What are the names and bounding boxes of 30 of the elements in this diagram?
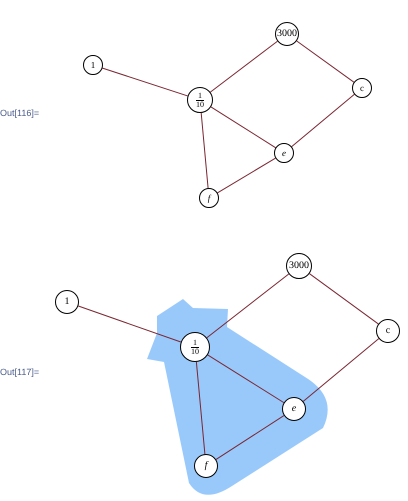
connector-line	[200, 112, 209, 189]
connector-line	[78, 305, 182, 343]
node-label: f	[208, 194, 210, 202]
node-label: e	[292, 404, 296, 414]
connector-line	[206, 274, 290, 338]
node-label: c	[360, 84, 364, 92]
output-prompt: Out[117]=	[0, 366, 40, 379]
node-label: 1	[64, 297, 70, 307]
denominator: 10	[191, 348, 199, 356]
connector-line	[102, 68, 188, 96]
connector-line	[207, 354, 284, 404]
connector-line	[216, 415, 284, 460]
node-label: f	[204, 461, 208, 471]
node-label: 1	[90, 60, 96, 70]
node-label: 3000	[289, 261, 309, 271]
output-prompt: Out[116]=	[0, 107, 40, 120]
denominator: 10	[196, 100, 204, 108]
connector-line	[296, 40, 354, 83]
node-label: 3000	[277, 29, 297, 39]
node-label: c	[386, 326, 390, 336]
connector-line	[210, 106, 276, 148]
numerator: 1	[191, 338, 199, 348]
connector-line	[291, 94, 355, 148]
numerator: 1	[196, 92, 204, 100]
node-label: e	[282, 148, 286, 158]
connector-line	[217, 158, 276, 194]
connector-line	[302, 338, 380, 402]
connector-line	[196, 361, 206, 455]
connector-line	[210, 40, 278, 93]
connector-line	[309, 273, 379, 324]
